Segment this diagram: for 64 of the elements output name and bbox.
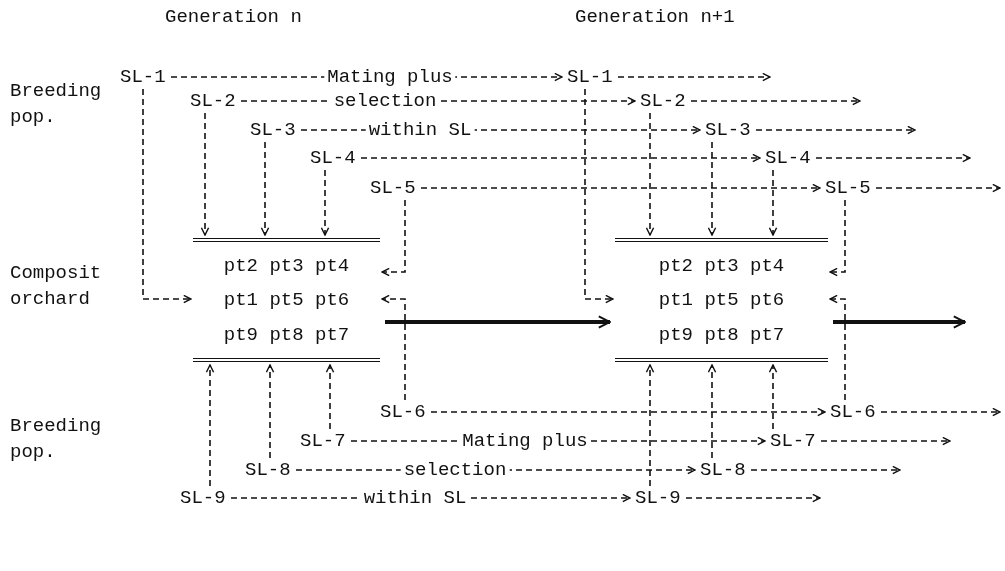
subline-label: SL-8 xyxy=(700,459,746,481)
dashed-arrow xyxy=(430,407,826,417)
parent-tree-row: pt1 pt5 pt6 xyxy=(223,289,350,311)
dashed-arrow xyxy=(205,364,215,487)
parent-tree-row: pt2 pt3 pt4 xyxy=(658,254,785,277)
parent-tree-row: pt9 pt8 pt7 xyxy=(658,323,785,346)
dashed-arrow xyxy=(200,112,210,236)
dashed-arrow xyxy=(645,112,655,236)
subline-label: SL-9 xyxy=(635,487,681,509)
dashed-arrow xyxy=(320,169,330,236)
dashed-arrow xyxy=(707,364,717,459)
dashed-arrow xyxy=(381,294,406,401)
subline-label: SL-1 xyxy=(567,66,613,88)
dashed-arrow xyxy=(360,153,761,163)
subline-label: SL-4 xyxy=(765,147,811,169)
dashed-arrow xyxy=(617,72,771,82)
subline-label: SL-1 xyxy=(120,66,166,88)
dashed-arrow xyxy=(829,199,846,277)
subline-label: SL-2 xyxy=(190,90,236,112)
subline-label: SL-4 xyxy=(310,147,356,169)
subline-label: SL-8 xyxy=(245,459,291,481)
dashed-arrow xyxy=(685,493,821,503)
orchard-box xyxy=(615,238,828,362)
subline-label: SL-3 xyxy=(705,119,751,141)
dashed-arrow xyxy=(880,407,1001,417)
subline-label: SL-3 xyxy=(250,119,296,141)
column-heading: Generation n+1 xyxy=(575,5,736,30)
subline-label: SL-5 xyxy=(370,177,416,199)
dashed-arrow xyxy=(820,436,951,446)
dashed-arrow xyxy=(768,364,778,430)
dashed-arrow xyxy=(645,364,655,487)
parent-tree-row: pt9 pt8 pt7 xyxy=(223,323,350,346)
dashed-arrow xyxy=(829,294,846,401)
row-label: Breeding pop. xyxy=(10,79,103,130)
row-label: Breeding pop. xyxy=(10,414,103,465)
subline-label: SL-5 xyxy=(825,177,871,199)
dashed-arrow xyxy=(584,88,614,304)
orchard-box xyxy=(193,238,380,362)
dashed-arrow xyxy=(420,183,821,193)
dashed-arrow xyxy=(755,125,916,135)
dashed-arrow xyxy=(260,141,270,236)
dashed-arrow xyxy=(707,141,717,236)
dashed-arrow xyxy=(265,364,275,459)
dashed-arrow xyxy=(768,169,778,236)
subline-label: SL-7 xyxy=(300,430,346,452)
dashed-arrow xyxy=(142,88,192,304)
thick-arrow xyxy=(833,315,966,329)
subline-label: SL-6 xyxy=(830,401,876,423)
row-label: Composit orchard xyxy=(10,261,103,312)
subline-label: SL-2 xyxy=(640,90,686,112)
dashed-arrow xyxy=(690,96,861,106)
column-heading: Generation n xyxy=(165,5,303,30)
dashed-arrow xyxy=(815,153,971,163)
subline-label: SL-6 xyxy=(380,401,426,423)
dashed-arrow xyxy=(381,199,406,277)
parent-tree-row: pt1 pt5 pt6 xyxy=(658,289,785,311)
subline-label: SL-7 xyxy=(770,430,816,452)
edge-label: Mating plus xyxy=(324,67,456,87)
parent-tree-row: pt2 pt3 pt4 xyxy=(223,254,350,277)
subline-label: SL-9 xyxy=(180,487,226,509)
thick-arrow xyxy=(385,315,611,329)
dashed-arrow xyxy=(325,364,335,430)
dashed-arrow xyxy=(875,183,1001,193)
dashed-arrow xyxy=(750,465,901,475)
